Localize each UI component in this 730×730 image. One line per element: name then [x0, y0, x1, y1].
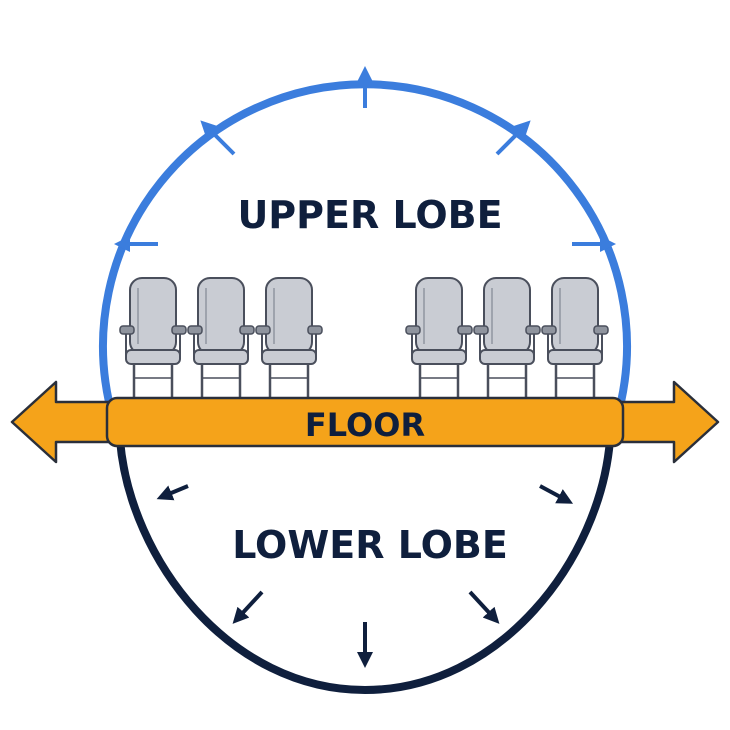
arrow-outward-icon — [495, 120, 531, 156]
seat-icon — [118, 276, 188, 402]
lower-lobe-outline — [116, 439, 614, 695]
arrow-outward-icon — [200, 120, 236, 156]
floor-arrow — [10, 380, 720, 464]
seat-icon — [254, 276, 324, 402]
floor-beam — [105, 396, 625, 448]
arrow-outward-icon — [156, 484, 189, 501]
seat-row-left — [118, 276, 324, 402]
seat-icon — [186, 276, 256, 402]
seat-row-right — [404, 276, 610, 402]
lower-lobe-label: LOWER LOBE — [232, 523, 508, 567]
floor-label: FLOOR — [305, 406, 425, 444]
arrow-outward-icon — [232, 590, 264, 624]
arrow-outward-icon — [539, 484, 574, 504]
lower-lobe-arrows — [156, 484, 574, 668]
seat-icon — [540, 276, 610, 402]
upper-lobe-label: UPPER LOBE — [237, 193, 502, 237]
upper-lobe-arrows — [114, 66, 616, 252]
seat-icon — [472, 276, 542, 402]
arrow-outward-icon — [468, 590, 500, 624]
seat-icon — [404, 276, 474, 402]
